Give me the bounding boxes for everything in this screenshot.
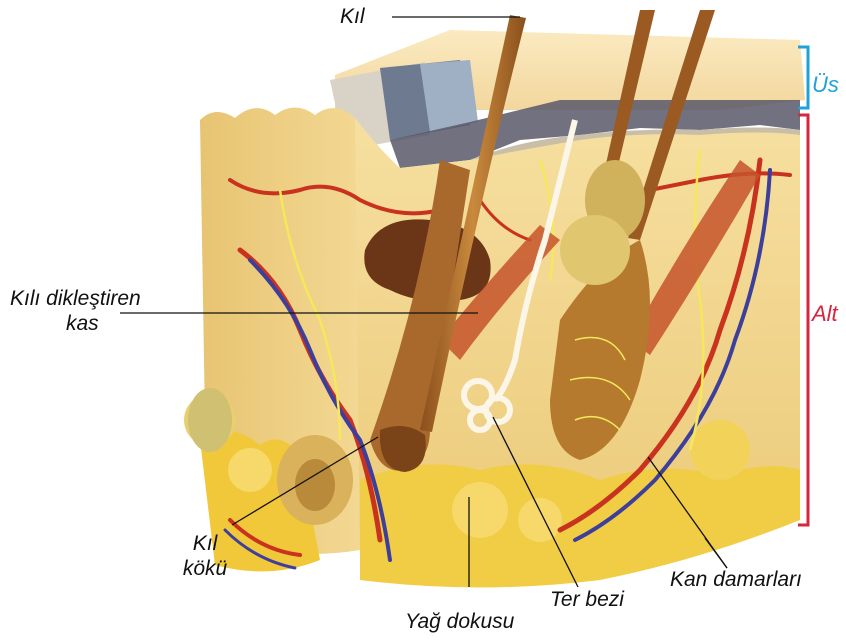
- hair-root-label-line2: kökü: [170, 557, 240, 581]
- hair-label: Kıl: [340, 5, 365, 29]
- hair-root-label-line1: Kıl: [180, 532, 230, 556]
- arrector-muscle-label-line2: kas: [66, 312, 99, 336]
- dermis-label: Alt: [812, 302, 838, 326]
- arrector-muscle-label-line1: Kılı dikleştiren: [10, 287, 141, 311]
- sweat-gland-label: Ter bezi: [550, 588, 624, 612]
- epidermis-label: Üs: [812, 73, 839, 97]
- fat-tissue-label: Yağ dokusu: [405, 610, 514, 634]
- blood-vessels-label: Kan damarları: [670, 568, 802, 592]
